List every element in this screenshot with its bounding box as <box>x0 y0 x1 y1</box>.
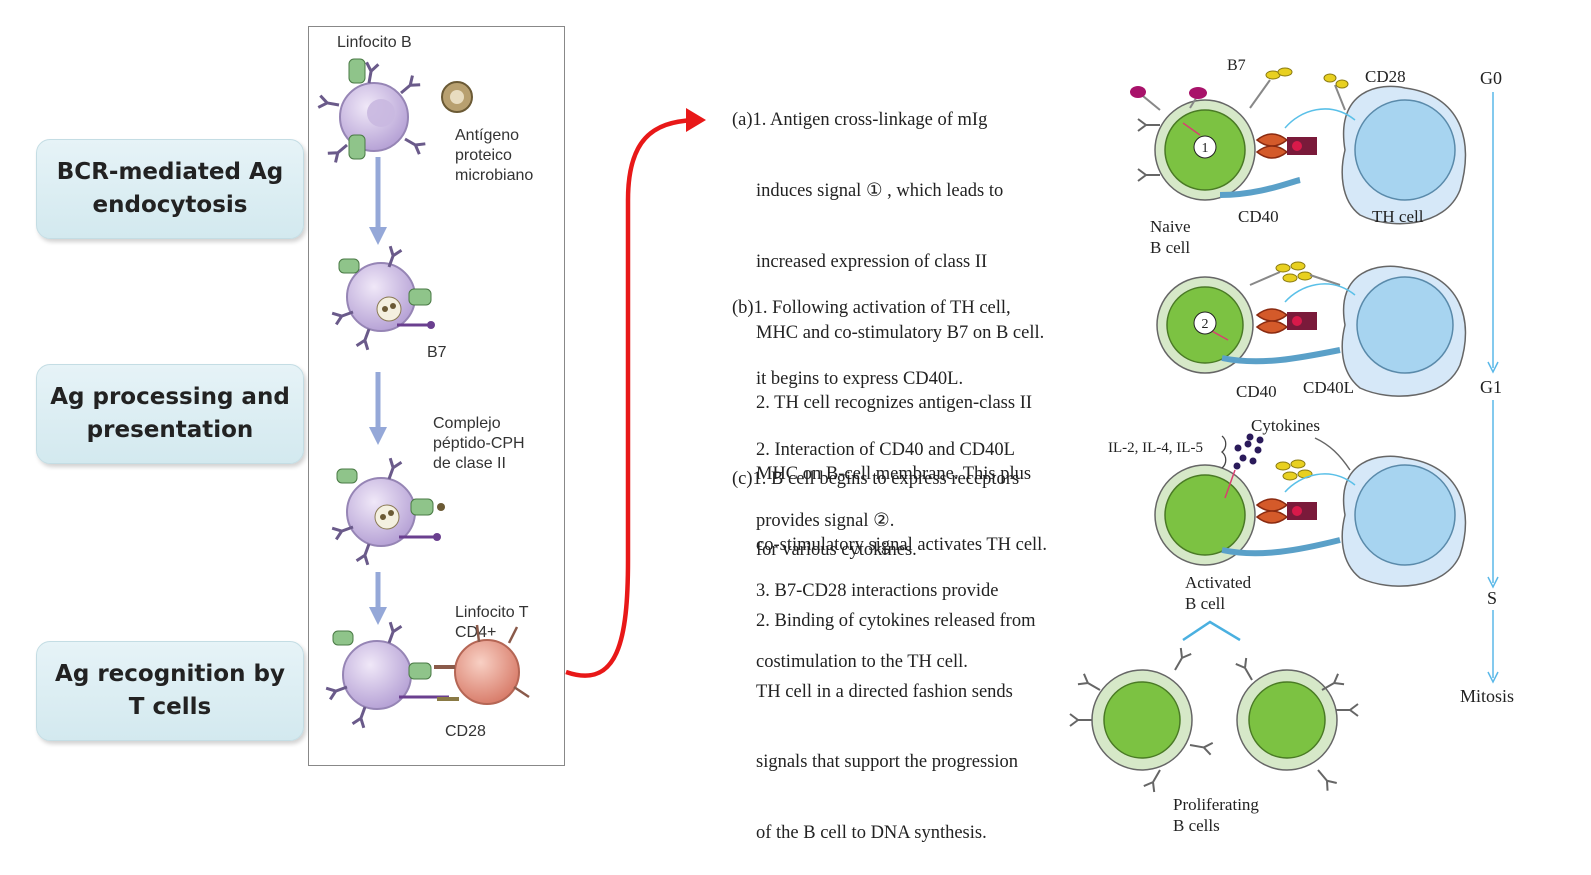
label-linfocito-b: Linfocito B <box>337 34 412 51</box>
bcr-icon <box>348 134 366 160</box>
label-naive-b-cell: B cell <box>1150 238 1190 257</box>
label-cd4: CD4+ <box>455 624 496 641</box>
cell-cycle-axis <box>1487 92 1499 684</box>
cycle-g0: G0 <box>1480 68 1502 88</box>
label-antigeno-3: microbiano <box>455 167 533 184</box>
b7-icon <box>427 321 435 329</box>
antigen-icon <box>1130 86 1146 98</box>
label-complejo-2: péptido-CPH <box>433 435 525 452</box>
mhc-icon <box>408 288 432 306</box>
step-a-text: (a)1. Antigen cross-linkage of mIg induc… <box>732 110 1047 555</box>
label-complejo-1: Complejo <box>433 415 501 432</box>
label-activated-b-cell: B cell <box>1185 594 1225 613</box>
stage-label: BCR-mediated Ag endocytosis <box>56 159 284 218</box>
label-b7-right: B7 <box>1227 57 1246 74</box>
label-b7: B7 <box>427 344 447 361</box>
stage-recognition: Ag recognition by T cells <box>36 641 304 741</box>
division-arrows <box>1182 620 1241 642</box>
arrow-head <box>369 227 387 245</box>
peptide-icon <box>437 503 445 511</box>
b-cell-4 <box>324 620 449 730</box>
stage-label: Ag recognition by T cells <box>55 661 285 720</box>
label-naive: Naive <box>1150 217 1191 236</box>
b-cell-3 <box>330 456 445 567</box>
bcr-icon <box>336 468 358 484</box>
activated-b-cell <box>1164 474 1246 556</box>
label-interleukins: IL-2, IL-4, IL-5 <box>1108 440 1203 456</box>
label-cd28: CD28 <box>445 723 486 740</box>
processing-panel: Linfocito B Antígeno proteico microbiano… <box>308 26 565 766</box>
th-cell-c <box>1354 464 1456 566</box>
b-cell-2 <box>330 244 435 352</box>
label-activated: Activated <box>1185 573 1252 592</box>
row-b: 2 <box>1156 261 1467 397</box>
label-proliferating-b-cells: B cells <box>1173 816 1220 835</box>
step-b-text: (b)1. Following activation of TH cell, i… <box>732 298 1015 673</box>
label-linfocito-t: Linfocito T <box>455 604 529 621</box>
row-a: 1 <box>1130 67 1467 225</box>
row-c <box>1154 433 1467 587</box>
proliferating-cells <box>1069 646 1359 794</box>
stage-processing: Ag processing and presentation <box>36 364 304 464</box>
antigen-icon <box>441 81 473 113</box>
b-cell-1 <box>316 58 427 164</box>
arrow-head <box>369 427 387 445</box>
label-cd28-right: CD28 <box>1365 67 1406 86</box>
panel-illustration: Linfocito B Antígeno proteico microbiano… <box>316 34 533 740</box>
step-c-text: (c)1. B cell begins to express receptors… <box>732 469 1036 844</box>
label-antigeno-1: Antígeno <box>455 127 519 144</box>
signal-1-marker <box>1193 135 1217 159</box>
signal-1-label: 1 <box>1202 141 1209 156</box>
mhc-icon <box>408 662 432 680</box>
label-th-cell: TH cell <box>1372 207 1424 226</box>
th-cell-a <box>1354 99 1456 201</box>
label-proliferating: Proliferating <box>1173 795 1259 814</box>
signal-2-marker <box>1193 311 1217 335</box>
red-connector-arrow <box>565 117 695 678</box>
bcr-icon <box>332 630 354 646</box>
mhc-icon <box>410 498 434 516</box>
label-cytokines: Cytokines <box>1251 416 1320 435</box>
signal-2-label: 2 <box>1202 317 1209 332</box>
red-arrow-head <box>686 108 706 132</box>
t-cell-cd4 <box>434 624 530 705</box>
cd40-cd40l-icon <box>1221 347 1341 365</box>
daughter-b-cell <box>1103 681 1181 759</box>
cytokine-dots <box>1233 433 1264 470</box>
cycle-s: S <box>1487 588 1497 608</box>
label-cd40l: CD40L <box>1303 378 1354 397</box>
label-cd40-a: CD40 <box>1238 207 1279 226</box>
stage-label: Ag processing and presentation <box>50 384 290 443</box>
daughter-b-cell <box>1248 681 1326 759</box>
arrow-head <box>369 607 387 625</box>
bcr-icon <box>348 58 366 84</box>
label-complejo-3: de clase II <box>433 455 506 472</box>
cycle-mitosis: Mitosis <box>1460 686 1514 706</box>
label-cd40-b: CD40 <box>1236 382 1277 401</box>
cycle-g1: G1 <box>1480 377 1502 397</box>
label-antigeno-2: proteico <box>455 147 512 164</box>
cd40-icon <box>1219 177 1301 198</box>
bcr-icon <box>338 258 360 274</box>
cd28-icon <box>1323 73 1337 83</box>
th-cell-b <box>1356 276 1454 374</box>
stage-endocytosis: BCR-mediated Ag endocytosis <box>36 139 304 239</box>
